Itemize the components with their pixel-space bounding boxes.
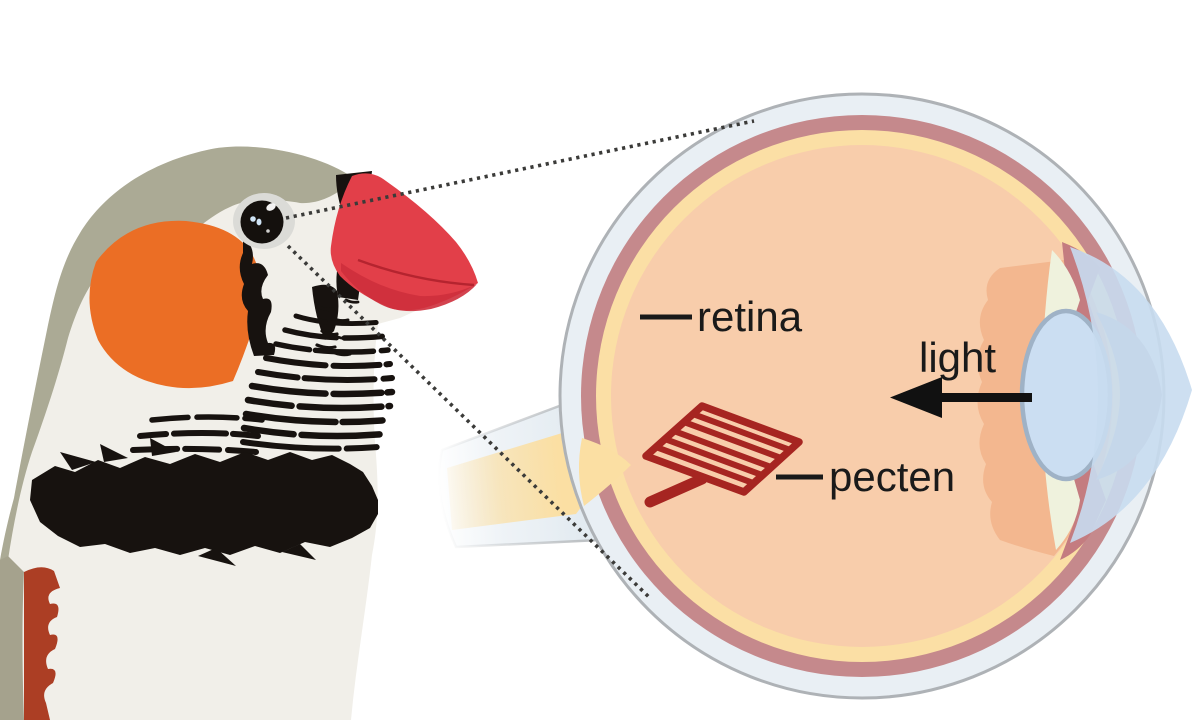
magnification-lines bbox=[285, 119, 755, 601]
dotted-line-lower bbox=[286, 244, 653, 601]
anterior-segment bbox=[1019, 242, 1192, 560]
bird-head-gray bbox=[0, 146, 352, 565]
light-arrow bbox=[890, 377, 1032, 418]
vitreous bbox=[611, 145, 1113, 647]
chest-band-spikes bbox=[60, 438, 316, 566]
label-retina: retina bbox=[697, 293, 803, 340]
label-light: light bbox=[919, 334, 996, 381]
chest-band bbox=[30, 452, 378, 555]
eye-glint-blue-1 bbox=[250, 216, 256, 222]
pecten-structure bbox=[642, 402, 803, 508]
eye-glint-small bbox=[266, 229, 270, 233]
eye-pupil bbox=[240, 200, 284, 244]
cheek-patch bbox=[89, 220, 261, 389]
annotations: retina light pecten bbox=[640, 293, 1032, 500]
flank-patch bbox=[24, 567, 60, 720]
dotted-line-upper bbox=[285, 119, 755, 220]
bird-illustration bbox=[0, 146, 478, 720]
bird-eye bbox=[233, 193, 295, 249]
bird-back-strip bbox=[0, 556, 24, 720]
throat-bars bbox=[130, 313, 396, 455]
pecten-stalk bbox=[644, 473, 708, 508]
bird-beak bbox=[330, 173, 478, 312]
beak-lower-shade bbox=[341, 263, 477, 312]
eye-glint-large bbox=[266, 203, 276, 211]
eye-diagram bbox=[437, 92, 1192, 700]
beak-crease bbox=[357, 258, 475, 287]
tear-stripe bbox=[239, 237, 276, 356]
pecten-vanes bbox=[653, 411, 793, 486]
optic-nerve-head bbox=[578, 438, 631, 506]
cornea bbox=[1070, 247, 1192, 543]
eye-glint-blue-2 bbox=[256, 218, 262, 226]
beak-upper bbox=[330, 173, 478, 311]
label-pecten: pecten bbox=[829, 453, 955, 500]
chin-black bbox=[312, 284, 339, 340]
